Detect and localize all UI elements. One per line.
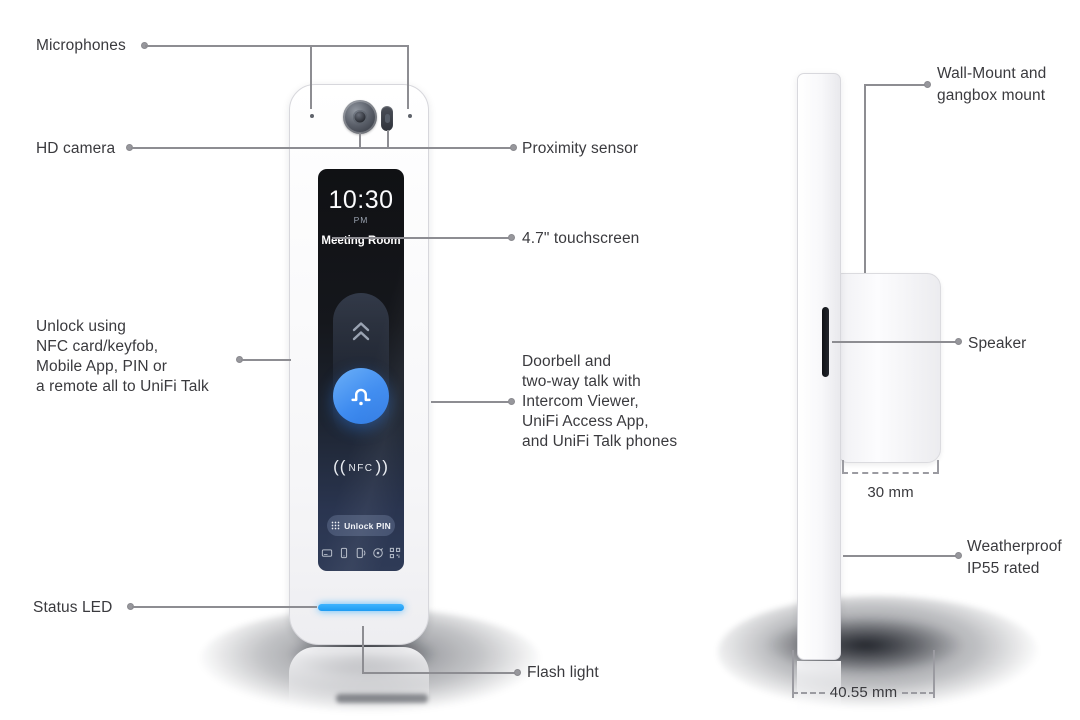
microphones-callout-drop-right bbox=[407, 45, 409, 109]
status-led-bar bbox=[318, 604, 404, 611]
doorbell-callout-dot bbox=[508, 398, 515, 405]
speaker-callout-dot bbox=[955, 338, 962, 345]
clock-meridiem: PM bbox=[353, 215, 369, 225]
flash-light-slot-reflection bbox=[336, 694, 428, 703]
status-led-callout-line bbox=[132, 606, 317, 608]
width-dim-line: 40.55 mm bbox=[792, 683, 935, 703]
side-device-reflection bbox=[797, 661, 841, 713]
nfc-indicator: ((NFC)) bbox=[318, 457, 404, 477]
wall-mount-box bbox=[838, 273, 941, 463]
unlock-pin-label: Unlock PIN bbox=[344, 520, 391, 531]
label-weatherproof-line1: Weatherproof bbox=[967, 538, 1062, 555]
width-dim-dash-left bbox=[792, 692, 825, 694]
label-touchscreen: 4.7" touchscreen bbox=[522, 230, 640, 247]
clock-time: 10:30 bbox=[328, 186, 394, 214]
label-proximity-sensor: Proximity sensor bbox=[522, 140, 639, 157]
label-weatherproof-line2: IP55 rated bbox=[967, 560, 1040, 577]
label-doorbell-line5: and UniFi Talk phones bbox=[522, 433, 678, 450]
label-unlock-line4: a remote all to UniFi Talk bbox=[36, 378, 209, 395]
proximity-sensor-window bbox=[381, 106, 393, 131]
label-unlock-line2: NFC card/keyfob, bbox=[36, 338, 159, 355]
microphones-callout-drop-left bbox=[310, 45, 312, 109]
label-doorbell-line1: Doorbell and bbox=[522, 353, 612, 370]
label-unlock-using: Unlock using NFC card/keyfob, Mobile App… bbox=[36, 317, 209, 397]
wall-mount-callout-line bbox=[864, 84, 926, 86]
weatherproof-callout-dot bbox=[955, 552, 962, 559]
access-card-icon bbox=[321, 549, 333, 557]
flash-light-callout-drop bbox=[362, 626, 364, 674]
width-dim-dash-right bbox=[902, 692, 935, 694]
microphone-left-dot bbox=[310, 114, 314, 118]
doorbell-callout-line bbox=[431, 401, 512, 403]
bell-icon bbox=[351, 388, 371, 406]
nfc-paren-open: (( bbox=[333, 457, 347, 476]
nfc-fob-icon bbox=[373, 548, 383, 558]
label-status-led: Status LED bbox=[33, 599, 113, 616]
label-unlock-line3: Mobile App, PIN or bbox=[36, 358, 168, 375]
depth-dim-tick-right bbox=[937, 460, 939, 474]
nfc-paren-close: )) bbox=[375, 457, 389, 476]
unlock-callout-line bbox=[241, 359, 291, 361]
label-weatherproof: Weatherproof IP55 rated bbox=[967, 536, 1062, 580]
touchscreen-callout-dot bbox=[508, 234, 515, 241]
label-doorbell-line3: Intercom Viewer, bbox=[522, 393, 639, 410]
microphone-right-dot bbox=[408, 114, 412, 118]
nfc-label: NFC bbox=[348, 463, 374, 474]
mobile-phone-icon bbox=[340, 547, 348, 559]
intercom-side-view bbox=[797, 73, 841, 660]
label-wall-mount-line1: Wall-Mount and bbox=[937, 65, 1047, 82]
credential-icon-row bbox=[318, 547, 404, 559]
camera-sensor-callout-line bbox=[131, 147, 513, 149]
label-microphones: Microphones bbox=[36, 37, 126, 54]
touchscreen: 10:30 PM Meeting Room ((NFC)) bbox=[318, 169, 404, 571]
speaker-slit bbox=[822, 307, 829, 377]
label-unlock-line1: Unlock using bbox=[36, 318, 126, 335]
width-dim-tick-left bbox=[792, 650, 794, 698]
unlock-pin-button: Unlock PIN bbox=[327, 515, 395, 536]
label-doorbell-line2: two-way talk with bbox=[522, 373, 641, 390]
doorbell-button bbox=[333, 368, 389, 424]
width-dim-tick-right bbox=[933, 650, 935, 698]
microphones-callout-line bbox=[145, 45, 409, 47]
touchscreen-callout-line bbox=[332, 237, 512, 239]
proximity-callout-dot bbox=[510, 144, 517, 151]
depth-dim-line bbox=[842, 472, 939, 474]
depth-dimension: 30 mm bbox=[867, 484, 914, 501]
label-speaker: Speaker bbox=[968, 335, 1027, 352]
label-wall-mount: Wall-Mount and gangbox mount bbox=[937, 63, 1046, 107]
flash-light-callout-line bbox=[362, 672, 517, 674]
swipe-up-track bbox=[333, 293, 389, 441]
qr-code-icon bbox=[389, 547, 401, 559]
hd-camera-callout-drop bbox=[359, 133, 361, 149]
proximity-sensor-inner bbox=[384, 114, 390, 123]
weatherproof-callout-line bbox=[843, 555, 958, 557]
proximity-callout-drop bbox=[387, 130, 389, 149]
speaker-callout-line bbox=[832, 341, 958, 343]
camera-inner-lens bbox=[353, 110, 367, 124]
phone-tap-icon bbox=[356, 547, 366, 559]
label-hd-camera: HD camera bbox=[36, 140, 116, 157]
label-doorbell-line4: UniFi Access App, bbox=[522, 413, 649, 430]
wall-mount-callout-drop bbox=[864, 84, 866, 273]
depth-dim-tick-left bbox=[842, 460, 844, 474]
keypad-icon bbox=[331, 521, 340, 530]
hd-camera-lens bbox=[343, 100, 377, 134]
flash-light-callout-dot bbox=[514, 669, 521, 676]
intercom-front-view: 10:30 PM Meeting Room ((NFC)) bbox=[289, 84, 429, 645]
label-flash-light: Flash light bbox=[527, 664, 599, 681]
label-wall-mount-line2: gangbox mount bbox=[937, 87, 1046, 104]
swipe-up-chevrons-icon bbox=[352, 322, 370, 341]
width-dimension: 40.55 mm bbox=[829, 684, 898, 701]
front-device-reflection bbox=[289, 647, 429, 709]
wall-mount-callout-dot bbox=[924, 81, 931, 88]
label-doorbell: Doorbell and two-way talk with Intercom … bbox=[522, 352, 677, 452]
